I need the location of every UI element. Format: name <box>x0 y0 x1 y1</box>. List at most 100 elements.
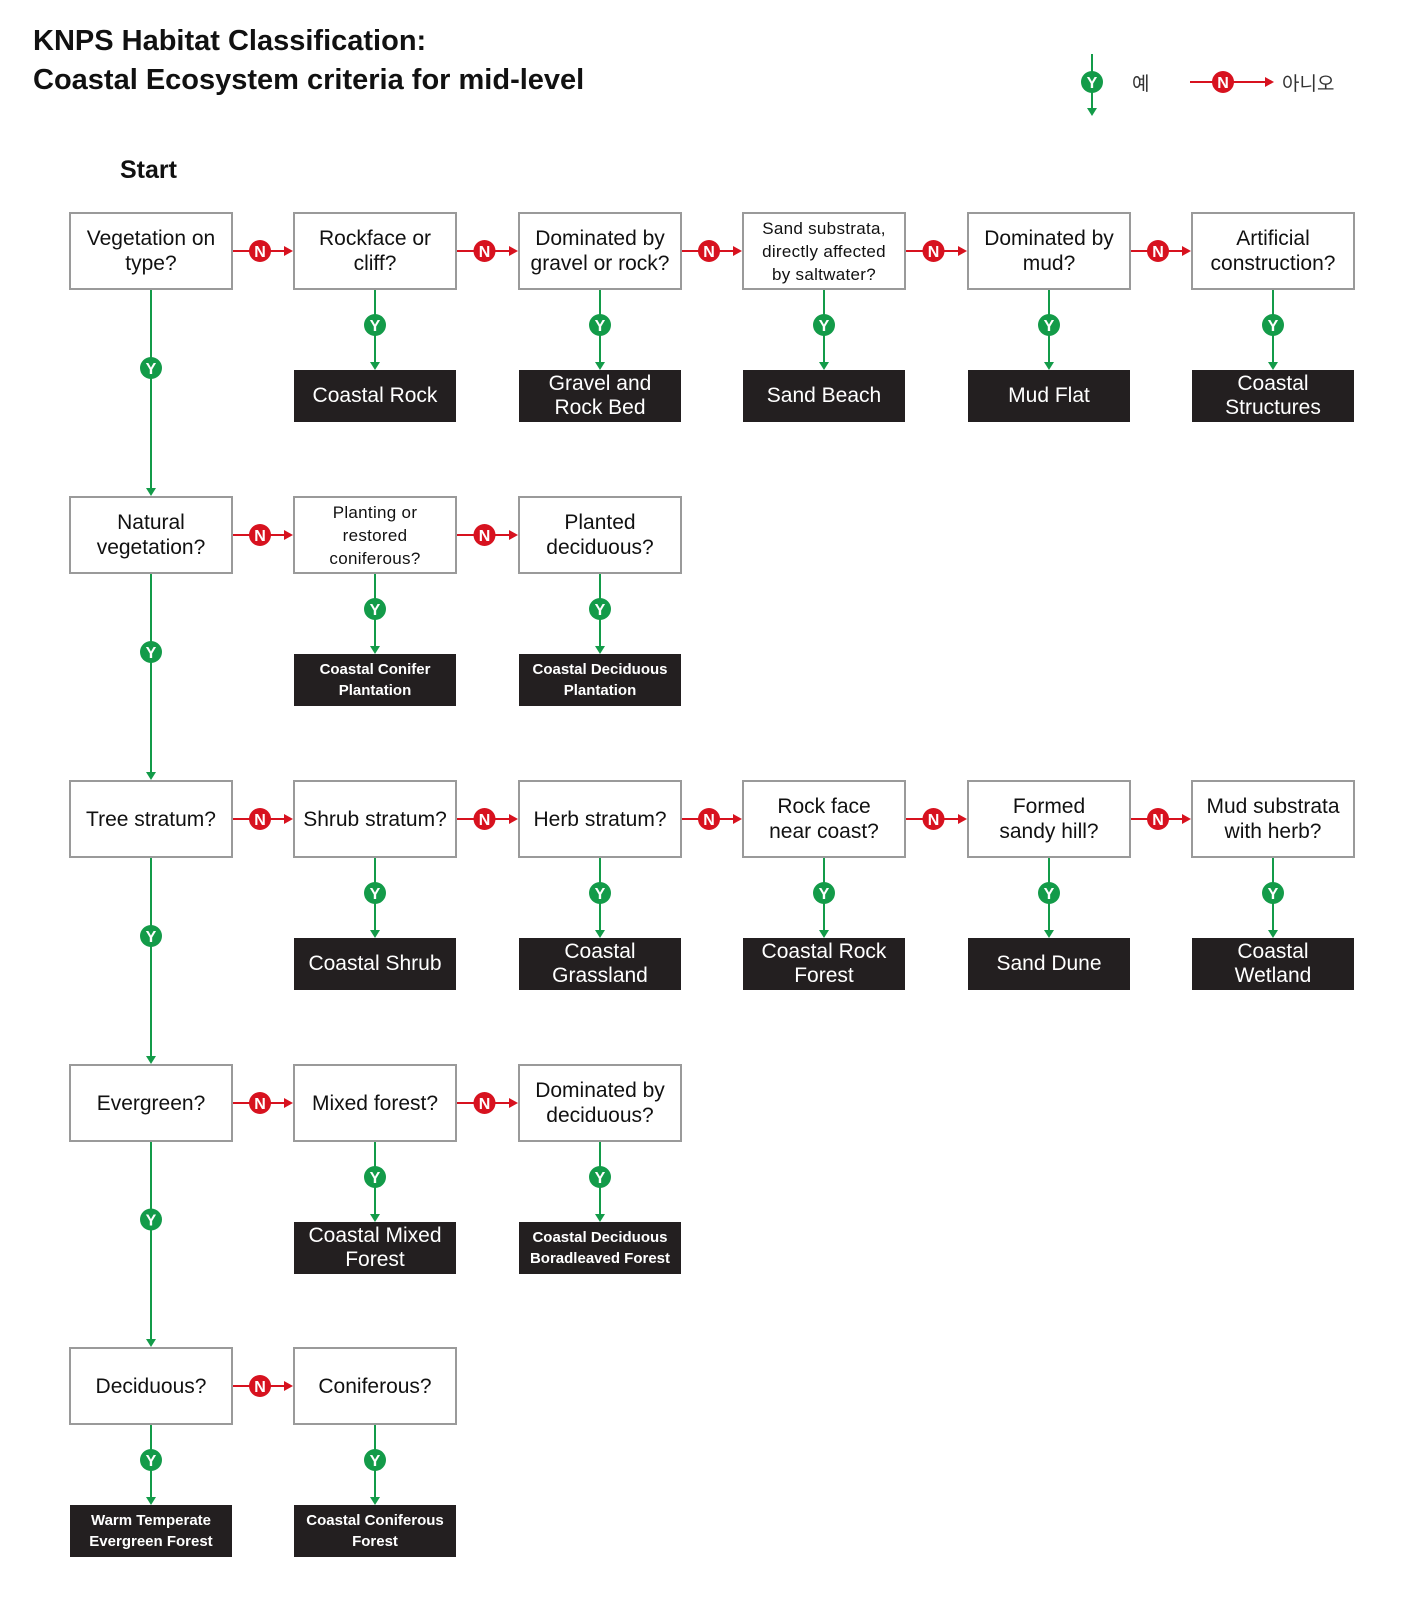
no-badge: N <box>698 808 720 830</box>
no-badge: N <box>473 524 496 546</box>
badge-letter: Y <box>146 645 157 662</box>
question-box: Deciduous? <box>69 1347 233 1425</box>
arrowhead-down <box>146 772 156 780</box>
badge-letter: Y <box>1044 318 1055 335</box>
yes-badge: Y <box>364 1449 386 1471</box>
legend-yes-label: 예 <box>1132 74 1150 95</box>
arrowhead-down <box>819 930 829 938</box>
no-badge: N <box>249 808 271 830</box>
arrowhead-right <box>284 1381 293 1391</box>
no-badge: N <box>1147 240 1169 262</box>
badge-letter: Y <box>370 1170 381 1187</box>
question-box: Artificial construction? <box>1191 212 1355 290</box>
badge-letter: Y <box>370 602 381 619</box>
arrowhead-down <box>595 1214 605 1222</box>
result-box: Mud Flat <box>968 370 1130 422</box>
arrowhead-down <box>1044 362 1054 370</box>
arrowhead-down <box>370 1214 380 1222</box>
no-badge: N <box>1212 71 1234 93</box>
arrowhead-right <box>284 530 293 540</box>
badge-letter: Y <box>146 929 157 946</box>
arrowhead-right <box>958 246 967 256</box>
badge-letter: Y <box>819 318 830 335</box>
yes-badge: Y <box>1262 314 1284 336</box>
diagram-title: KNPS Habitat Classification: Coastal Eco… <box>33 22 584 100</box>
yes-badge: Y <box>589 314 611 336</box>
arrowhead-down <box>1044 930 1054 938</box>
badge-letter: N <box>254 1096 266 1113</box>
no-badge: N <box>473 1092 496 1114</box>
yes-badge: Y <box>140 925 162 947</box>
result-box: Sand Beach <box>743 370 905 422</box>
badge-letter: N <box>254 528 266 545</box>
arrowhead-down <box>1087 108 1097 116</box>
badge-letter: N <box>1217 75 1229 92</box>
legend-no-label: 아니오 <box>1282 74 1335 95</box>
yes-badge: Y <box>1262 882 1284 904</box>
arrowhead-down <box>595 646 605 654</box>
question-box: Evergreen? <box>69 1064 233 1142</box>
arrowhead-right <box>509 530 518 540</box>
no-badge: N <box>473 808 496 830</box>
result-box: Warm Temperate Evergreen Forest <box>70 1505 232 1557</box>
badge-letter: Y <box>146 1453 157 1470</box>
no-badge: N <box>922 240 945 262</box>
question-box: Vegetation on type? <box>69 212 233 290</box>
no-badge: N <box>922 808 945 830</box>
question-box: Dominated by mud? <box>967 212 1131 290</box>
badge-letter: Y <box>146 1213 157 1230</box>
badge-letter: Y <box>370 886 381 903</box>
result-box: Coastal Coniferous Forest <box>294 1505 456 1557</box>
yes-badge: Y <box>364 314 386 336</box>
badge-letter: N <box>254 244 266 261</box>
yes-badge: Y <box>140 641 162 663</box>
badge-letter: N <box>928 812 940 829</box>
question-box: Coniferous? <box>293 1347 457 1425</box>
no-badge: N <box>249 240 271 262</box>
yes-badge: Y <box>813 882 835 904</box>
badge-letter: Y <box>1268 318 1279 335</box>
arrowhead-right <box>509 814 518 824</box>
badge-letter: Y <box>1268 886 1279 903</box>
arrowhead-down <box>370 930 380 938</box>
arrowhead-right <box>1265 77 1274 87</box>
yes-badge: Y <box>364 882 386 904</box>
badge-letter: N <box>254 1379 266 1396</box>
yes-badge: Y <box>589 1166 611 1188</box>
arrowhead-down <box>146 488 156 496</box>
result-box: Coastal Grassland <box>519 938 681 990</box>
arrowhead-down <box>595 362 605 370</box>
arrowhead-right <box>284 814 293 824</box>
badge-letter: N <box>703 812 715 829</box>
arrowhead-right <box>958 814 967 824</box>
no-badge: N <box>1147 808 1169 830</box>
badge-letter: Y <box>595 602 606 619</box>
badge-letter: N <box>1152 244 1164 261</box>
question-box: Mixed forest? <box>293 1064 457 1142</box>
yes-badge: Y <box>1038 314 1060 336</box>
result-box: Coastal Rock <box>294 370 456 422</box>
badge-letter: Y <box>819 886 830 903</box>
yes-badge: Y <box>364 598 386 620</box>
yes-badge: Y <box>813 314 835 336</box>
badge-letter: N <box>703 244 715 261</box>
question-box: Dominated by gravel or rock? <box>518 212 682 290</box>
result-box: Coastal Shrub <box>294 938 456 990</box>
arrowhead-down <box>1268 930 1278 938</box>
badge-letter: Y <box>1087 75 1098 92</box>
arrowhead-down <box>370 362 380 370</box>
question-box: Mud substrata with herb? <box>1191 780 1355 858</box>
no-badge: N <box>698 240 720 262</box>
badge-letter: N <box>479 1096 491 1113</box>
yes-badge: Y <box>140 1208 162 1231</box>
badge-letter: Y <box>370 1453 381 1470</box>
result-box: Coastal Wetland <box>1192 938 1354 990</box>
badge-letter: Y <box>595 318 606 335</box>
question-box: Herb stratum? <box>518 780 682 858</box>
question-box: Formed sandy hill? <box>967 780 1131 858</box>
question-box: Shrub stratum? <box>293 780 457 858</box>
yes-badge: Y <box>589 882 611 904</box>
arrowhead-down <box>146 1497 156 1505</box>
badge-letter: N <box>1152 812 1164 829</box>
title-line-2: Coastal Ecosystem criteria for mid-level <box>33 64 585 96</box>
